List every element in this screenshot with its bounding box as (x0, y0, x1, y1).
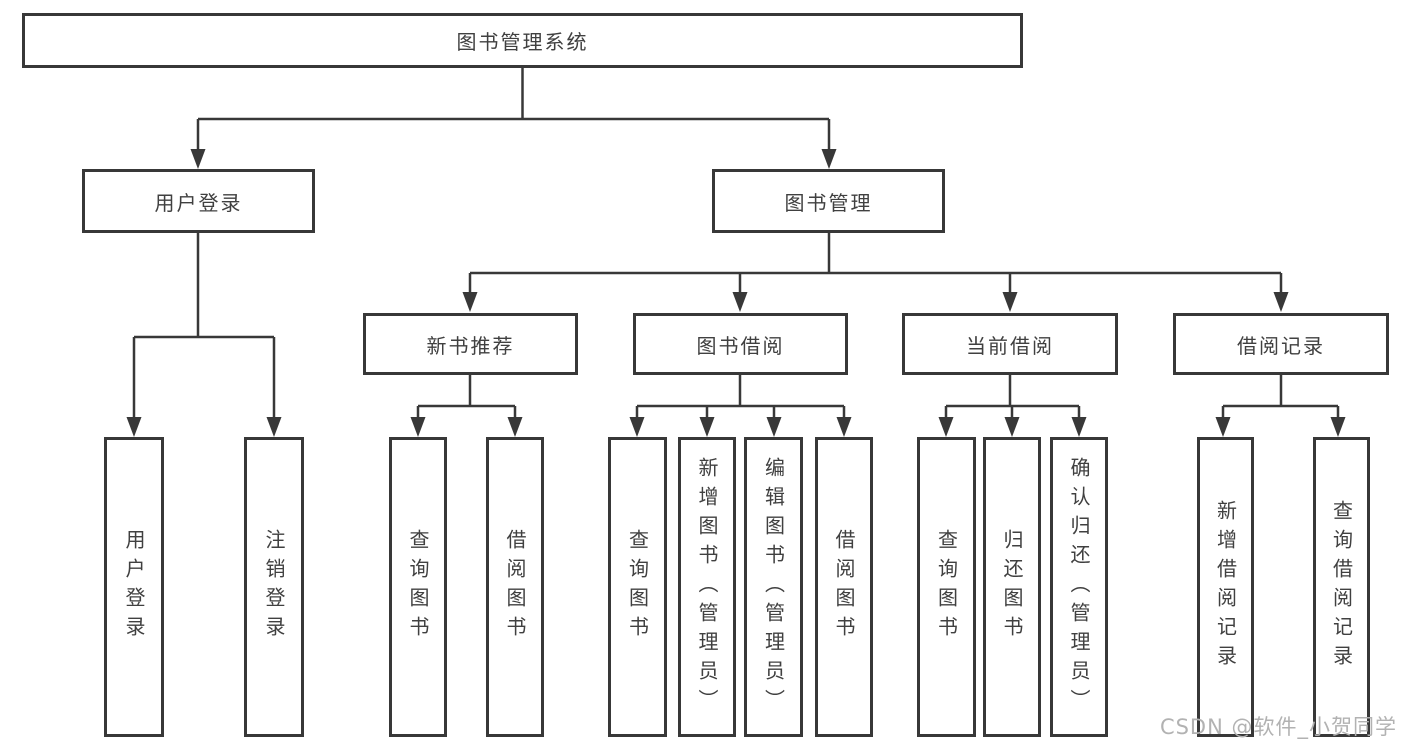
leaf-return-books: 归还图书 (983, 437, 1041, 737)
leaf-borrow-query-books: 查询图书 (608, 437, 667, 737)
leaf-add-books-admin-label: 新增图书（管理员） (695, 456, 719, 718)
node-book-borrow-label: 图书借阅 (696, 333, 785, 358)
leaf-recommend-query-books-label: 查询图书 (406, 529, 430, 645)
connector-recommend-children (416, 375, 517, 420)
leaf-current-query-books-label: 查询图书 (934, 529, 959, 645)
leaf-user-login: 用户登录 (104, 437, 164, 737)
leaf-recommend-borrow-books-label: 借阅图书 (503, 529, 527, 645)
leaf-query-borrow-record-label: 查询借阅记录 (1329, 500, 1354, 674)
connector-current-children (944, 375, 1081, 420)
leaf-edit-books-admin: 编辑图书（管理员） (744, 437, 803, 737)
leaf-confirm-return-admin-label: 确认归还（管理员） (1067, 456, 1091, 718)
leaf-logout-login: 注销登录 (244, 437, 304, 737)
leaf-borrow-books: 借阅图书 (815, 437, 873, 737)
leaf-borrow-books-label: 借阅图书 (832, 529, 856, 645)
node-root: 图书管理系统 (22, 13, 1023, 68)
connector-records-children (1221, 375, 1340, 420)
connector-root-to-level2 (196, 68, 831, 151)
leaf-add-borrow-record-label: 新增借阅记录 (1213, 500, 1238, 674)
node-root-label: 图书管理系统 (456, 30, 589, 54)
leaf-user-login-label: 用户登录 (122, 529, 146, 645)
leaf-current-query-books: 查询图书 (917, 437, 976, 737)
node-borrow-records: 借阅记录 (1173, 313, 1389, 375)
node-book-management-label: 图书管理 (784, 190, 873, 215)
node-book-management: 图书管理 (712, 169, 945, 233)
leaf-return-books-label: 归还图书 (1000, 529, 1024, 645)
node-new-book-recommend-label: 新书推荐 (426, 333, 515, 358)
connector-book-management-children (468, 233, 1283, 294)
csdn-watermark: CSDN @软件_小贺同学 (1159, 715, 1397, 739)
node-borrow-records-label: 借阅记录 (1237, 333, 1325, 358)
node-user-login: 用户登录 (82, 169, 315, 233)
node-user-login-label: 用户登录 (154, 190, 243, 215)
connector-borrow-children (635, 375, 846, 420)
leaf-confirm-return-admin: 确认归还（管理员） (1050, 437, 1108, 737)
leaf-add-books-admin: 新增图书（管理员） (678, 437, 736, 737)
node-book-borrow: 图书借阅 (633, 313, 848, 375)
node-current-borrow-label: 当前借阅 (966, 333, 1054, 358)
node-current-borrow: 当前借阅 (902, 313, 1118, 375)
leaf-query-borrow-record: 查询借阅记录 (1313, 437, 1370, 737)
leaf-add-borrow-record: 新增借阅记录 (1197, 437, 1254, 737)
connector-user-login-children (132, 233, 276, 419)
leaf-recommend-query-books: 查询图书 (389, 437, 447, 737)
node-new-book-recommend: 新书推荐 (363, 313, 578, 375)
leaf-edit-books-admin-label: 编辑图书（管理员） (761, 456, 786, 718)
leaf-recommend-borrow-books: 借阅图书 (486, 437, 544, 737)
leaf-logout-login-label: 注销登录 (262, 529, 286, 645)
leaf-borrow-query-books-label: 查询图书 (625, 529, 650, 645)
